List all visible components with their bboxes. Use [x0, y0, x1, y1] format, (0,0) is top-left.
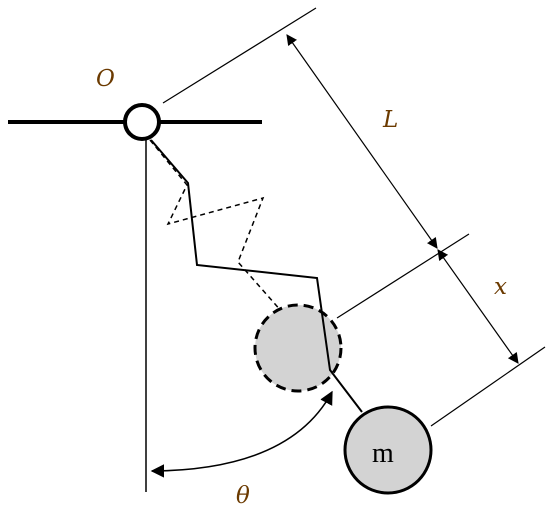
pivot-point	[123, 103, 161, 141]
bob-mass	[343, 405, 433, 495]
angle-label: θ	[236, 483, 250, 509]
extension-line-middle	[336, 233, 470, 319]
extension-x-arrow	[437, 249, 519, 364]
extension-line-top	[162, 7, 317, 104]
bob-natural-position	[253, 303, 343, 393]
pivot-label: O	[96, 66, 115, 92]
length-L-arrow	[286, 34, 438, 249]
extension-line-bottom	[430, 346, 546, 427]
extension-label: x	[494, 274, 507, 300]
angle-theta-arc	[150, 390, 333, 478]
spring-stretched	[150, 139, 363, 413]
length-label: L	[382, 107, 398, 133]
spring-natural-dashed	[149, 139, 283, 313]
mass-label: m	[372, 438, 394, 469]
